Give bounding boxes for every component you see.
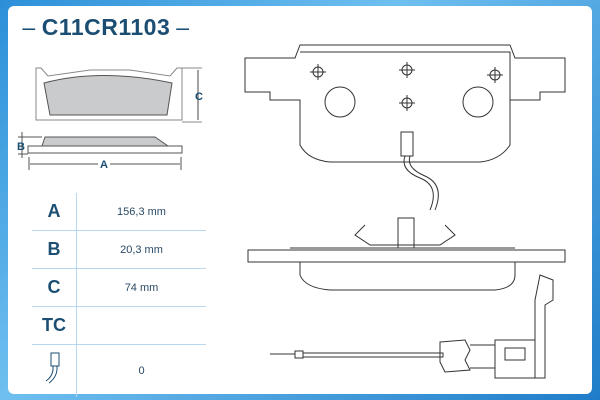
spec-value — [76, 306, 206, 345]
wear-sensor-drawing — [270, 274, 554, 379]
spec-key: A — [32, 193, 77, 231]
spec-value: 0 — [138, 365, 145, 377]
product-code: C11CR1103 — [41, 14, 171, 40]
small-pad-front-view — [35, 67, 202, 123]
dimension-b-label: B — [17, 141, 25, 153]
spec-value: 20,3 mm — [76, 230, 206, 269]
spec-key: B — [32, 230, 77, 269]
product-code-title: –C11CR1103– — [22, 14, 190, 40]
small-pad-side-view — [18, 132, 183, 170]
dimension-a-label: A — [100, 159, 108, 171]
table-row: 0 — [32, 344, 206, 397]
large-pad-front-view — [244, 44, 566, 211]
spec-value: 156,3 mm — [76, 193, 206, 231]
spec-key: C — [32, 268, 77, 307]
large-pad-side-view — [247, 217, 566, 291]
wear-sensor-cell — [32, 344, 77, 397]
table-row: TC — [32, 306, 206, 345]
wear-sensor-icon — [45, 352, 60, 383]
spec-value: 74 mm — [76, 268, 206, 307]
dimension-c-label: C — [195, 91, 203, 103]
spec-key: TC — [32, 306, 77, 345]
